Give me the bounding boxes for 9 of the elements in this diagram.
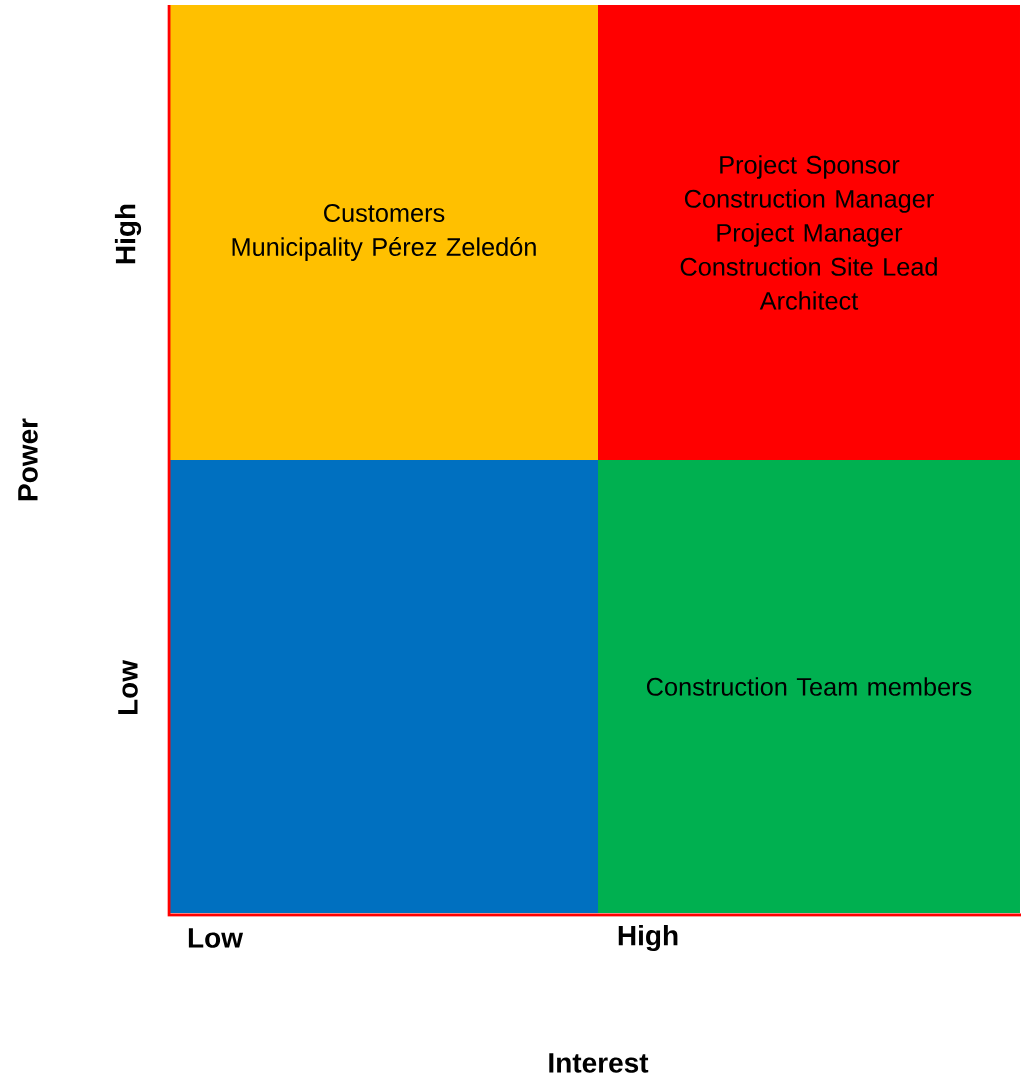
axis-tick-label: High (114, 204, 142, 264)
quadrant-box: Project Sponsor Construction Manager Project Manager Construction Site Lead Architect (598, 5, 1020, 460)
axis-tick-label: High (618, 924, 678, 952)
axis-title: Power (18, 418, 38, 501)
quadrant-box: Customers Municipality Pérez Zeledón (170, 5, 598, 460)
axis-tick-label: Low (118, 659, 138, 715)
axis-title: Interest (549, 1053, 649, 1073)
quadrant-box: Construction Team members (598, 460, 1020, 913)
quadrant-box (170, 460, 598, 913)
